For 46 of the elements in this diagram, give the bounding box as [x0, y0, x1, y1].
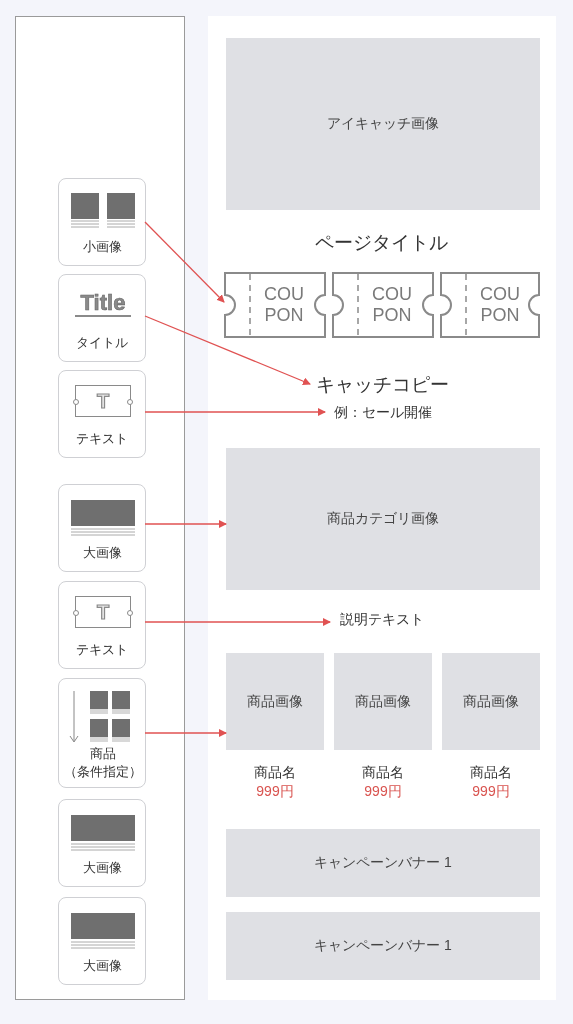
text-icon: T [75, 385, 131, 417]
product-price: 999円 [363, 783, 403, 801]
product-name: 商品名 [361, 764, 405, 782]
card-label: 小画像 [81, 238, 123, 256]
card-label: テキスト [75, 430, 129, 448]
card-label: タイトル [75, 334, 129, 352]
component-card [58, 897, 146, 985]
arrow [144, 221, 225, 303]
page-background [208, 16, 556, 1000]
product-price: 999円 [255, 783, 295, 801]
card-label: 大画像 [81, 957, 123, 975]
image-area: キャンペーンバナー 1 [226, 829, 540, 897]
component-card [58, 178, 146, 266]
image-area: 商品カテゴリ画像 [226, 448, 540, 590]
product-price: 999円 [471, 783, 511, 801]
component-card [58, 484, 146, 572]
component-panel [15, 16, 185, 1000]
image-area: キャンペーンバナー 1 [226, 912, 540, 980]
image-area: 商品画像 [442, 653, 540, 750]
text-icon: T [75, 596, 131, 628]
card-label: 大画像 [81, 544, 123, 562]
image-area: 商品画像 [226, 653, 324, 750]
coupon-ticket: COU PON [224, 272, 326, 338]
card-label: テキスト [75, 641, 129, 659]
image-area: 商品画像 [334, 653, 432, 750]
component-card [58, 581, 146, 669]
caption-text: 説明テキスト [330, 608, 434, 632]
caption-text: 例：セール開催 [325, 402, 441, 424]
component-card [58, 370, 146, 458]
product-name: 商品名 [469, 764, 513, 782]
component-card [58, 678, 146, 788]
arrow [144, 729, 227, 737]
coupon-ticket: COU PON [440, 272, 540, 338]
card-label: 商品（条件指定） [63, 745, 143, 781]
arrow [144, 618, 331, 626]
coupon-ticket: COU PON [332, 272, 434, 338]
arrow [144, 408, 326, 416]
catch-copy: キャッチコピー [310, 370, 454, 400]
page-title: ページタイトル [296, 228, 466, 258]
card-label: 大画像 [81, 859, 123, 877]
component-card [58, 799, 146, 887]
component-card [58, 274, 146, 362]
product-name: 商品名 [253, 764, 297, 782]
image-area: アイキャッチ画像 [226, 38, 540, 210]
arrow [144, 520, 227, 528]
arrow [144, 315, 311, 386]
